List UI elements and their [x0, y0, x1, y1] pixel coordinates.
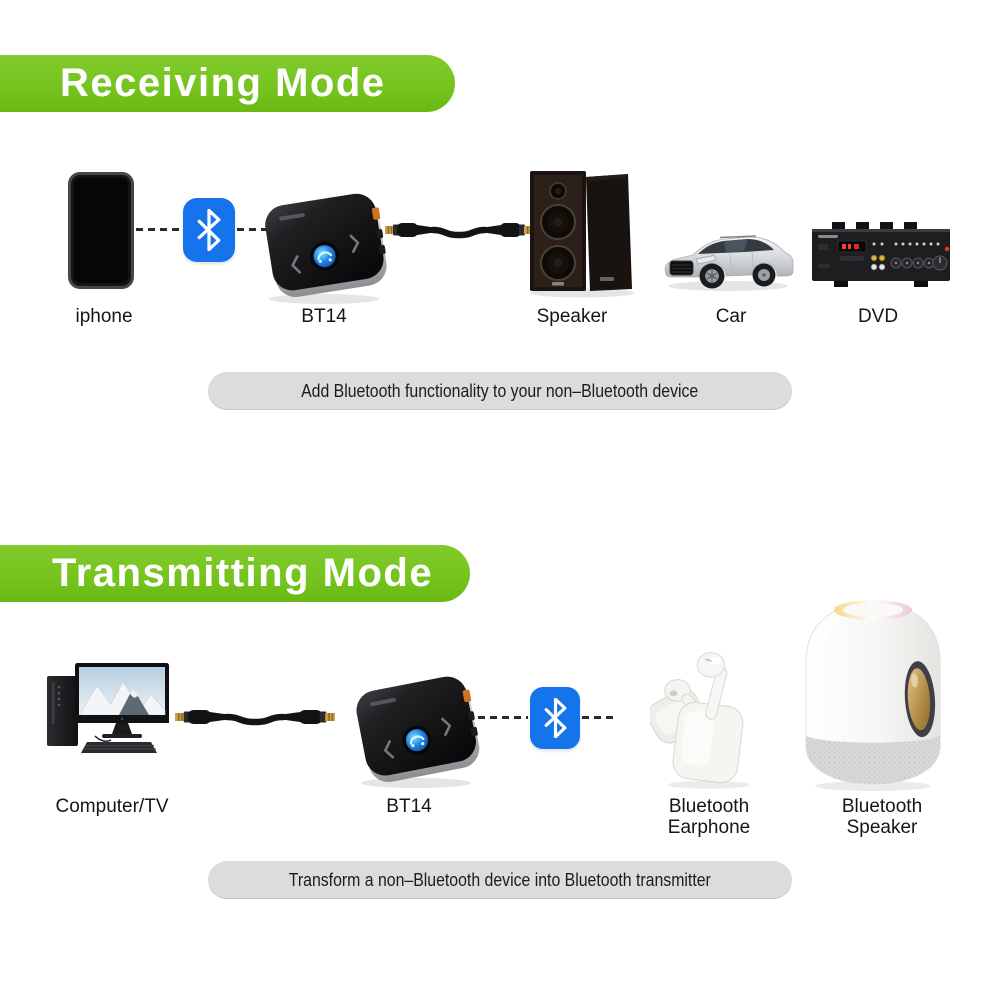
device-label-bt14: BT14 [301, 306, 347, 327]
iphone-screen [74, 178, 128, 283]
device-label-bluetooth-speaker: Bluetooth Speaker [841, 796, 923, 838]
bt14-device-image [250, 186, 400, 306]
aux-cable-image [384, 212, 534, 248]
device-label-bluetooth-earphone: Bluetooth Earphone [667, 796, 751, 838]
receiving-caption-text: Add Bluetooth functionality to your non–… [301, 380, 699, 401]
transmitting-mode-title: Transmitting Mode [52, 551, 434, 595]
receiving-caption-pill: Add Bluetooth functionality to your non–… [208, 372, 792, 410]
bluetooth-icon [183, 198, 235, 262]
device-label-speaker: Speaker [536, 306, 608, 327]
aux-cable-image [174, 699, 336, 735]
bt14-device-image [342, 670, 492, 790]
device-label-iphone: iphone [75, 306, 133, 327]
receiving-mode-banner: Receiving Mode [0, 55, 455, 112]
dashed-connector [237, 228, 270, 231]
iphone-image [68, 172, 134, 289]
speaker-image [522, 167, 642, 299]
bluetooth-speaker-image [798, 596, 948, 792]
car-image [660, 216, 797, 294]
dashed-connector [478, 716, 528, 719]
dvd-player-image [810, 222, 952, 290]
dashed-connector [582, 716, 618, 719]
device-label-bt14: BT14 [386, 796, 432, 817]
device-label-dvd: DVD [857, 306, 899, 327]
dashed-connector [136, 228, 182, 231]
receiving-mode-title: Receiving Mode [60, 61, 386, 105]
bluetooth-earphone-image [647, 638, 762, 792]
transmitting-mode-banner: Transmitting Mode [0, 545, 470, 602]
bluetooth-icon [530, 687, 580, 749]
transmitting-caption-text: Transform a non–Bluetooth device into Bl… [288, 869, 712, 890]
device-label-car: Car [715, 306, 747, 327]
computer-tv-image [45, 660, 182, 756]
transmitting-caption-pill: Transform a non–Bluetooth device into Bl… [208, 861, 792, 899]
device-label-computer-tv: Computer/TV [55, 796, 169, 817]
